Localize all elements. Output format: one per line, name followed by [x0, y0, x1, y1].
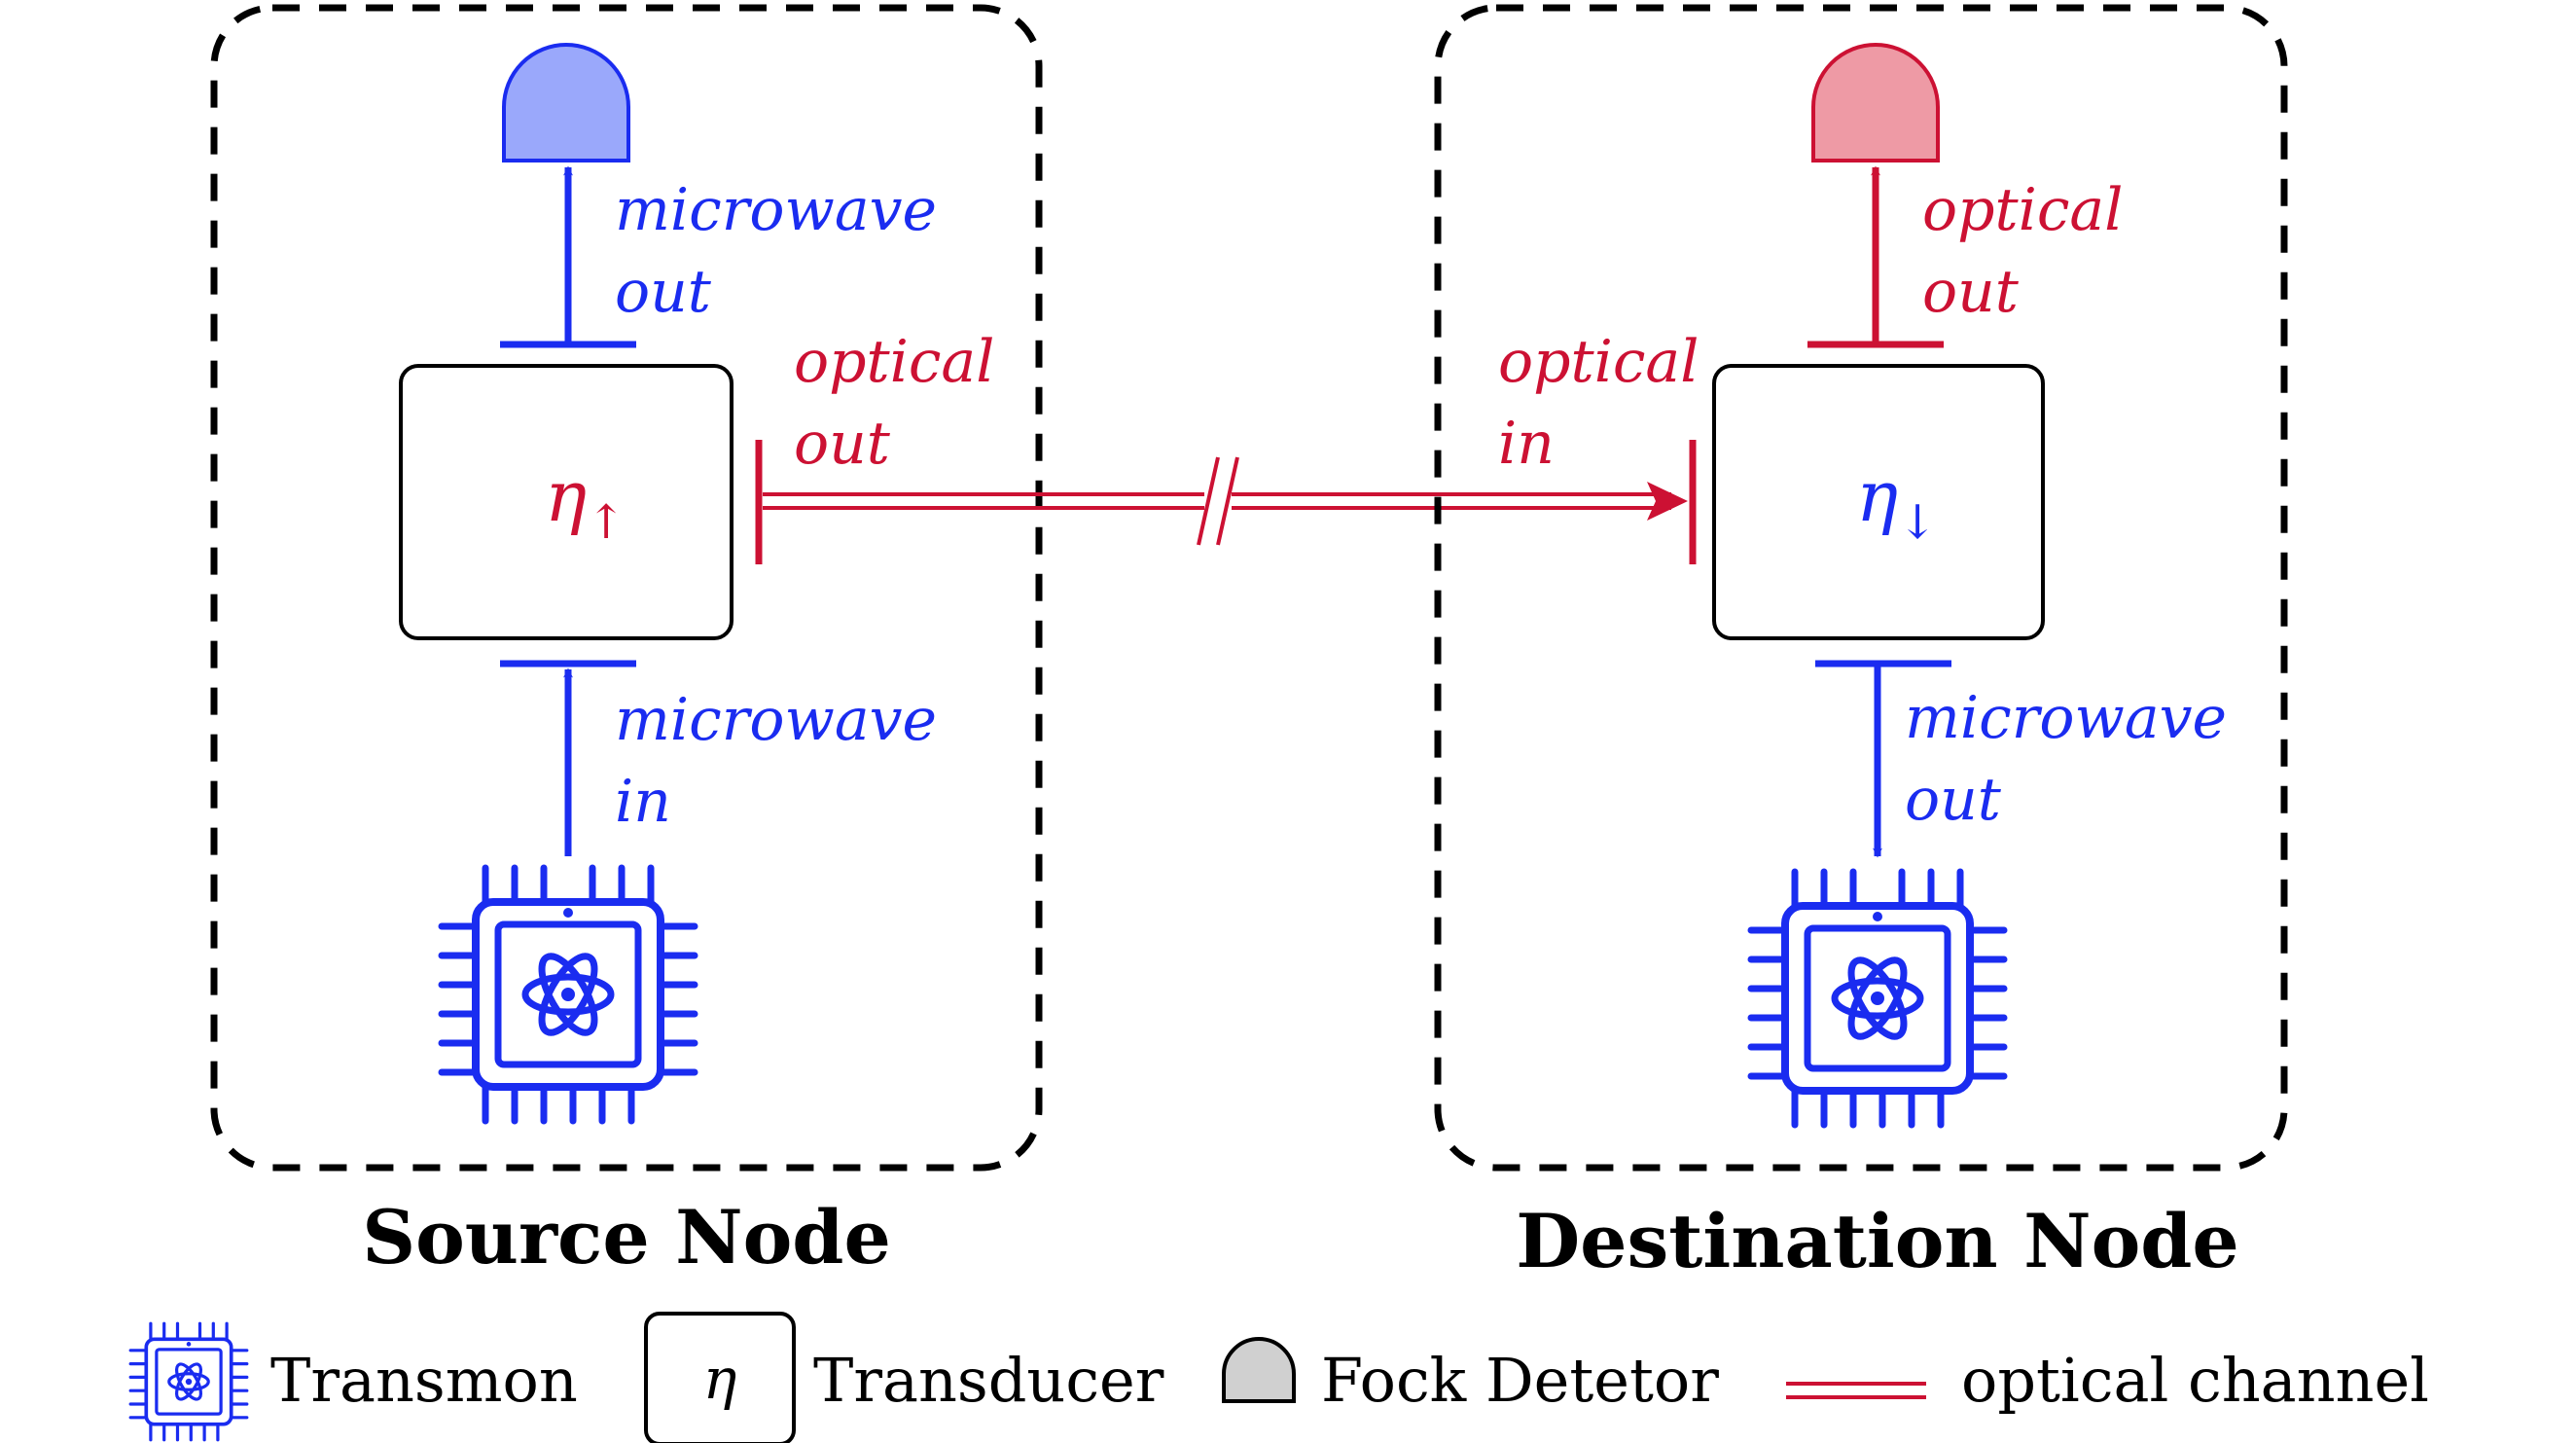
optical-channel-arrowhead: [1647, 482, 1688, 521]
destination-microwave-out-label-2: out: [1905, 766, 2002, 834]
source-node-title: Source Node: [362, 1194, 891, 1281]
legend-optical-channel-line: [1786, 1382, 1926, 1399]
source-node-border: [210, 4, 1043, 1172]
transmon-chip-icon: [1751, 872, 2004, 1125]
source-optical-out-label-1: optical: [794, 328, 994, 396]
transmon-chip-icon: [442, 868, 695, 1121]
legend-fock-detector-label: Fock Detetor: [1321, 1345, 1719, 1416]
destination-microwave-out-label-1: microwave: [1905, 684, 2227, 752]
legend-transducer-label: Transducer: [813, 1345, 1164, 1416]
source-transducer-box: [399, 364, 733, 640]
destination-optical-out-label-1: optical: [1922, 176, 2123, 244]
destination-transducer-subscript: ↓: [1898, 495, 1937, 550]
fock-detector-icon-blue: [502, 43, 630, 162]
destination-node-title: Destination Node: [1516, 1198, 2239, 1284]
source-node: microwave out η ↑ optical out microwave …: [210, 4, 1043, 1281]
legend-transducer-symbol: η: [703, 1346, 737, 1412]
legend-optical-channel-label: optical channel: [1961, 1345, 2429, 1416]
destination-optical-in-label-1: optical: [1498, 328, 1699, 396]
destination-optical-out-label-2: out: [1922, 258, 2020, 326]
destination-transducer-symbol: η: [1856, 455, 1898, 537]
source-microwave-out-label-1: microwave: [615, 176, 937, 244]
destination-optical-in-label-2: in: [1498, 410, 1555, 478]
fock-detector-icon-red: [1811, 43, 1940, 162]
channel-break-mark-2: [1216, 456, 1239, 546]
legend: Transmon η Transducer Fock Detetor optic…: [128, 1312, 2429, 1443]
source-transducer-subscript: ↑: [587, 495, 626, 550]
legend-transducer-icon: [644, 1312, 796, 1443]
legend-transmon-icon: [128, 1321, 249, 1442]
legend-transmon-label: Transmon: [270, 1345, 578, 1416]
destination-node: optical in optical out η ↓ microwave out…: [1434, 4, 2288, 1284]
source-optical-out-label-2: out: [794, 410, 891, 478]
source-microwave-in-label-1: microwave: [615, 686, 937, 754]
destination-transducer-box: [1712, 364, 2045, 640]
optical-channel: [763, 456, 1688, 546]
source-microwave-in-label-2: in: [615, 768, 671, 836]
channel-break-mark-1: [1197, 456, 1220, 546]
fock-detector-icon: [1222, 1337, 1296, 1403]
source-microwave-out-label-2: out: [615, 258, 712, 326]
source-transducer-symbol: η: [545, 455, 587, 537]
